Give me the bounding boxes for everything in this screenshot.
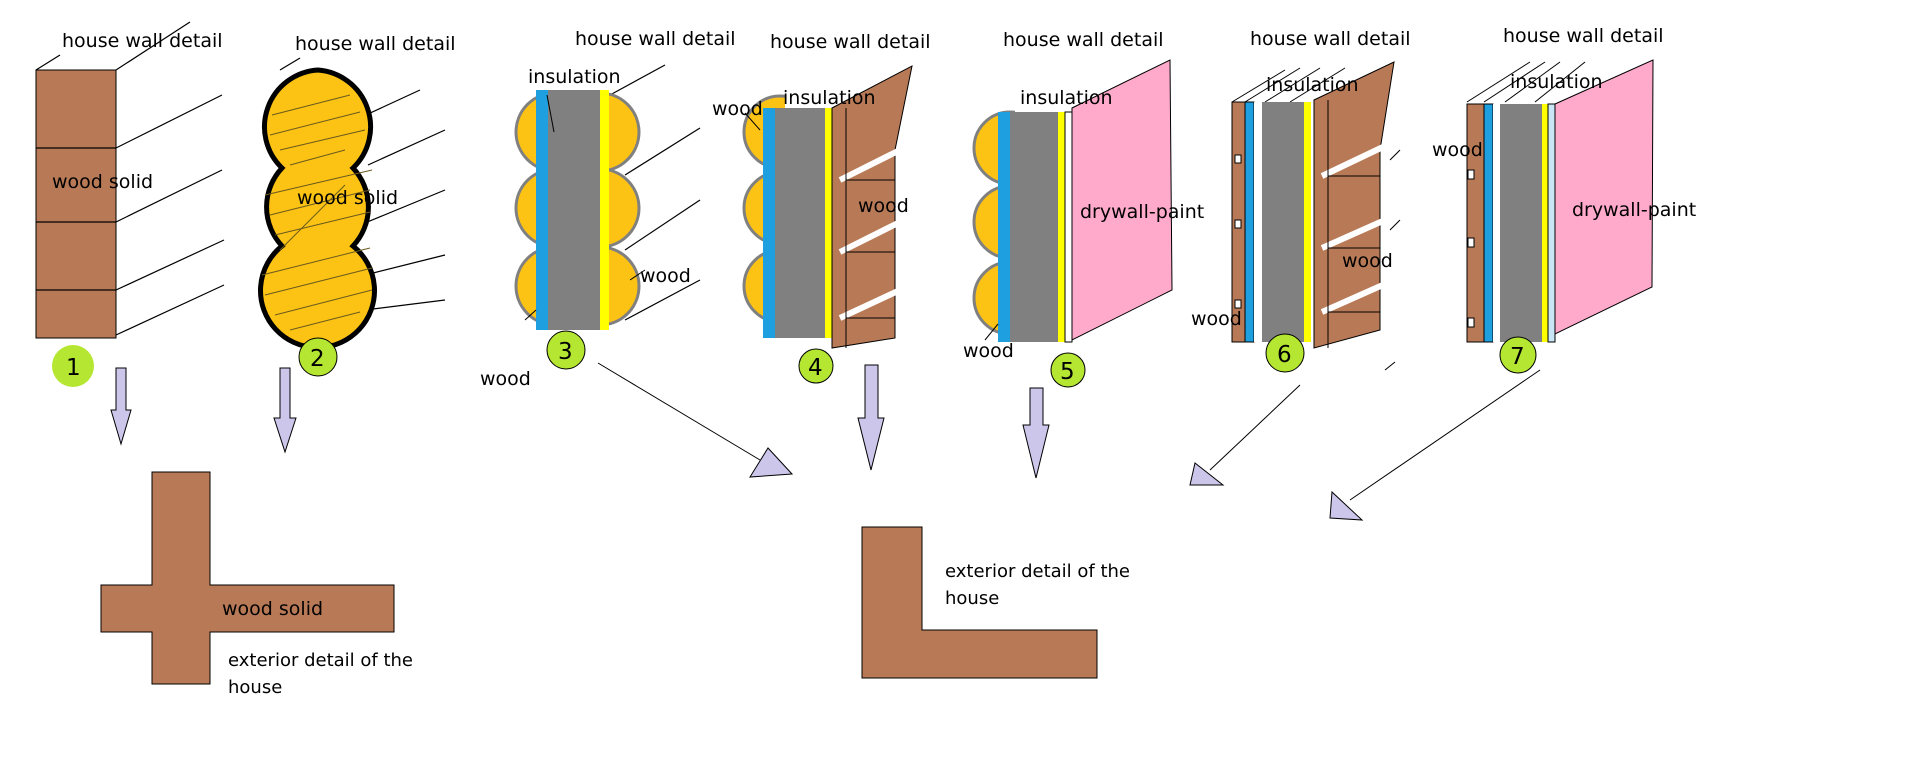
wall-label-5: house wall detail xyxy=(1003,29,1164,51)
vapor-barrier-4 xyxy=(763,108,775,338)
wall-label-4: house wall detail xyxy=(770,31,931,53)
exterior-corner: exterior detail of the house xyxy=(861,526,1130,679)
number-3: 3 xyxy=(558,339,573,365)
exterior-label-cross-2: house xyxy=(228,677,282,698)
arrow-head-3 xyxy=(749,447,794,478)
number-1: 1 xyxy=(66,355,81,381)
board-siding-6 xyxy=(1313,61,1395,349)
badge-7 xyxy=(1499,336,1537,374)
arrow-down-1 xyxy=(110,367,132,446)
drywall-label-7: drywall-paint xyxy=(1572,199,1696,221)
wall-label-6: house wall detail xyxy=(1250,28,1411,50)
insulation-6 xyxy=(1262,102,1304,342)
insulation-label-4: insulation xyxy=(783,87,876,109)
corner-shape xyxy=(861,526,1098,679)
vapor-barrier-6 xyxy=(1244,101,1255,343)
number-4: 4 xyxy=(808,355,823,381)
detail-4: house wall detail insulation wood wood 4 xyxy=(712,31,931,384)
wood-label-3b: wood xyxy=(480,368,531,390)
insulation-label-5: insulation xyxy=(1020,87,1113,109)
insulation-3 xyxy=(548,90,600,330)
badge-2 xyxy=(298,337,338,377)
wall-label-2: house wall detail xyxy=(295,33,456,55)
membrane-7 xyxy=(1542,104,1548,342)
badge-5 xyxy=(1050,352,1086,388)
wood-label-7: wood xyxy=(1432,139,1483,161)
insulation-label-3: insulation xyxy=(528,66,621,88)
vapor-barrier-5 xyxy=(998,112,1010,342)
wood-label-6b: wood xyxy=(1191,308,1242,330)
detail-1: house wall detail wood solid 1 xyxy=(35,21,225,387)
vapor-barrier-3 xyxy=(536,90,548,330)
wall-label-7: house wall detail xyxy=(1503,25,1664,47)
solid-wood-wall xyxy=(35,69,117,339)
drywall-strip-5 xyxy=(1064,111,1073,343)
insulation-5 xyxy=(1010,112,1058,342)
membrane-4 xyxy=(825,108,832,338)
number-5: 5 xyxy=(1060,359,1075,385)
exterior-cross: wood solid exterior detail of the house xyxy=(100,471,413,698)
detail-6: house wall detail insulation wood wood 6 xyxy=(1191,28,1411,373)
wood-label-4a: wood xyxy=(712,98,763,120)
exterior-label-corner-2: house xyxy=(945,588,999,609)
arrow-down-2 xyxy=(273,367,297,454)
number-6: 6 xyxy=(1277,342,1292,368)
badge-4 xyxy=(798,348,834,384)
detail-5: house wall detail insulation drywall-pai… xyxy=(963,29,1204,388)
arrows xyxy=(110,362,1541,521)
wood-label-4b: wood xyxy=(858,195,909,217)
arrow-down-5 xyxy=(1022,387,1050,479)
drywall-5 xyxy=(1071,59,1173,341)
exterior-label-cross-1: exterior detail of the xyxy=(228,650,413,671)
vapor-barrier-7 xyxy=(1483,103,1494,343)
insulation-7 xyxy=(1500,104,1542,342)
wood-solid-label-2: wood solid xyxy=(297,187,398,209)
detail-2: house wall detail wood solid 2 xyxy=(258,33,456,377)
detail-3: house wall detail insulation wood wood 3 xyxy=(480,28,736,390)
drywall-label-5: drywall-paint xyxy=(1080,201,1204,223)
badge-3 xyxy=(546,330,586,370)
number-7: 7 xyxy=(1510,344,1525,370)
insulation-label-6: insulation xyxy=(1266,74,1359,96)
wood-label-3a: wood xyxy=(640,265,691,287)
badge-6 xyxy=(1265,333,1305,373)
detail-7: house wall detail insulation drywall-pai… xyxy=(1432,25,1696,374)
wall-label-3: house wall detail xyxy=(575,28,736,50)
exterior-label-corner-1: exterior detail of the xyxy=(945,561,1130,582)
wood-label-6a: wood xyxy=(1342,250,1393,272)
number-2: 2 xyxy=(310,346,325,372)
wood-solid-label-cross: wood solid xyxy=(222,598,323,620)
drywall-strip-7 xyxy=(1547,103,1556,343)
arrow-head-6 xyxy=(1189,462,1225,486)
membrane-6 xyxy=(1304,102,1311,342)
badge-1 xyxy=(52,345,94,387)
membrane-3 xyxy=(600,90,609,330)
arrow-down-4 xyxy=(857,364,885,471)
wood-label-5: wood xyxy=(963,340,1014,362)
wall-label-1: house wall detail xyxy=(62,30,223,52)
membrane-5 xyxy=(1058,112,1065,342)
arrow-head-7 xyxy=(1329,490,1364,521)
cross-shape xyxy=(100,471,395,685)
wood-solid-label-1: wood solid xyxy=(52,171,153,193)
insulation-4 xyxy=(775,108,825,338)
drywall-7 xyxy=(1554,59,1654,335)
insulation-label-7: insulation xyxy=(1510,71,1603,93)
